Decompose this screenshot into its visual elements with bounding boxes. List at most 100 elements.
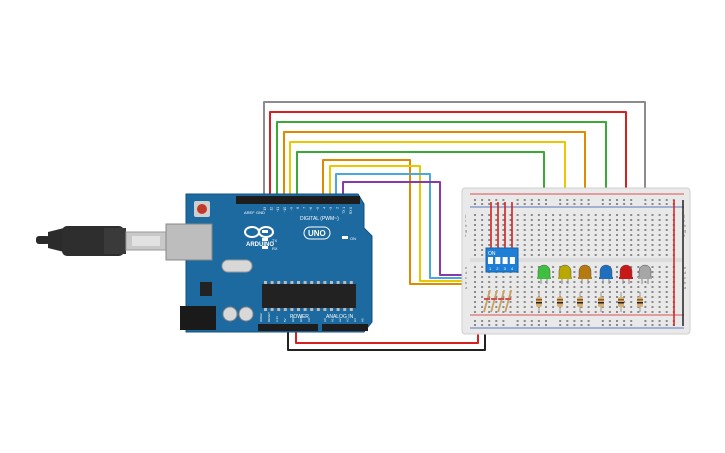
row-letter: d bbox=[684, 270, 686, 275]
on-led-label: ON bbox=[350, 236, 356, 241]
analog-pin-label: A5 bbox=[361, 318, 365, 322]
row-letter: d bbox=[465, 270, 467, 275]
digital-pin-label: ~5 bbox=[316, 207, 320, 211]
resistor bbox=[618, 292, 624, 312]
row-letter: h bbox=[684, 223, 686, 228]
digital-pin-label: 13 bbox=[263, 207, 267, 211]
row-letter: f bbox=[465, 233, 467, 238]
digital-header bbox=[236, 196, 360, 204]
digital-pin-label: ~10 bbox=[283, 207, 287, 213]
analog-header bbox=[322, 324, 368, 331]
dip-toggle[interactable] bbox=[488, 257, 493, 264]
rx-label: RX bbox=[272, 246, 278, 251]
digital-pin-label: ~3 bbox=[329, 207, 333, 211]
digital-pin-label: ~11 bbox=[276, 207, 280, 212]
power-pin-label: Vin bbox=[307, 317, 311, 322]
row-letter: c bbox=[684, 275, 686, 280]
led[interactable] bbox=[578, 264, 592, 284]
resistor bbox=[577, 292, 583, 312]
led[interactable] bbox=[599, 264, 613, 284]
wire-purple bbox=[342, 181, 491, 276]
power-pin-label: GND bbox=[291, 315, 295, 323]
digital-pin-label: 2 bbox=[336, 207, 340, 209]
row-letter: e bbox=[684, 265, 687, 270]
row-letter: g bbox=[684, 228, 686, 233]
tx-label: TX bbox=[272, 238, 277, 243]
row-letter: b bbox=[465, 280, 468, 285]
row-letter: h bbox=[465, 223, 467, 228]
row-letter: c bbox=[465, 275, 467, 280]
analog-pin-label: A3 bbox=[346, 318, 350, 322]
resistor bbox=[490, 289, 498, 313]
power-pin-label: 5V bbox=[283, 318, 287, 322]
dip-toggle[interactable] bbox=[502, 257, 508, 264]
digital-pin-label: ~6 bbox=[309, 207, 313, 211]
wire-yellow-2 bbox=[329, 165, 505, 282]
crystal bbox=[221, 259, 253, 273]
row-letter: i bbox=[684, 218, 685, 223]
gnd-label: GND bbox=[256, 210, 265, 215]
dip-number: 3 bbox=[504, 266, 507, 271]
wire-orange-2 bbox=[322, 159, 513, 285]
digital-pin-label: 12 bbox=[270, 207, 274, 211]
digital-pin-label: ~9 bbox=[289, 207, 293, 211]
row-letter: a bbox=[465, 285, 468, 290]
l-led-label: L bbox=[272, 230, 275, 235]
resistor bbox=[497, 289, 506, 313]
led[interactable] bbox=[558, 264, 572, 284]
power-pin-label: 3.3V bbox=[275, 316, 279, 322]
analog-pin-label: A0 bbox=[323, 318, 327, 322]
resistor bbox=[504, 289, 513, 313]
power-label: POWER bbox=[290, 314, 309, 320]
dip-number: 4 bbox=[511, 266, 514, 271]
power-header bbox=[258, 324, 318, 331]
digital-pin-label: 8 bbox=[296, 207, 300, 209]
analog-pin-label: A4 bbox=[353, 318, 357, 322]
row-letter: b bbox=[684, 280, 687, 285]
resistor bbox=[637, 292, 643, 312]
brand-label: ARDUINO bbox=[246, 242, 274, 248]
row-letter: a bbox=[684, 285, 687, 290]
led[interactable] bbox=[619, 264, 633, 284]
capacitor-icon bbox=[222, 306, 238, 322]
analog-pin-label: A2 bbox=[338, 318, 342, 322]
pulldown-resistors bbox=[483, 289, 513, 313]
model-label: UNO bbox=[308, 229, 326, 238]
voltage-regulator bbox=[200, 282, 212, 296]
dip-on-label: ON bbox=[488, 251, 496, 257]
analog-label: ANALOG IN bbox=[326, 314, 354, 320]
dip-number: 1 bbox=[489, 266, 492, 271]
row-letter: g bbox=[465, 228, 467, 233]
row-letter: e bbox=[465, 265, 468, 270]
dip-number: 2 bbox=[496, 266, 499, 271]
row-letter: j bbox=[464, 213, 466, 218]
arduino-uno-board: ARDUINO UNO DIGITAL (PWM~) AREF GND POWE… bbox=[165, 193, 373, 333]
led[interactable] bbox=[537, 264, 551, 284]
digital-label: DIGITAL (PWM~) bbox=[300, 216, 339, 222]
resistor bbox=[536, 292, 542, 312]
row-letter: j bbox=[683, 213, 685, 218]
led[interactable] bbox=[638, 264, 652, 284]
power-jack bbox=[180, 306, 216, 330]
dip-toggle[interactable] bbox=[495, 257, 501, 264]
digital-pin-label: TX 1 bbox=[342, 207, 346, 214]
power-pin-label: GND bbox=[299, 315, 303, 323]
resistor bbox=[598, 292, 604, 312]
resistor bbox=[483, 289, 491, 313]
power-pin-label: RESET bbox=[267, 312, 271, 322]
analog-pin-label: A1 bbox=[331, 318, 335, 322]
usb-jack bbox=[165, 223, 213, 261]
wire-blue bbox=[335, 173, 498, 279]
aref-label: AREF bbox=[244, 210, 255, 215]
power-pin-label: IOREF bbox=[259, 313, 263, 322]
microcontroller-chip bbox=[262, 284, 356, 308]
capacitor-icon bbox=[238, 306, 254, 322]
row-letter: i bbox=[465, 218, 466, 223]
row-letter: f bbox=[684, 233, 686, 238]
digital-pin-label: 7 bbox=[303, 207, 307, 209]
usb-cable bbox=[36, 226, 167, 256]
digital-pin-label: RX 0 bbox=[349, 207, 353, 214]
dip-toggle[interactable] bbox=[509, 257, 515, 264]
